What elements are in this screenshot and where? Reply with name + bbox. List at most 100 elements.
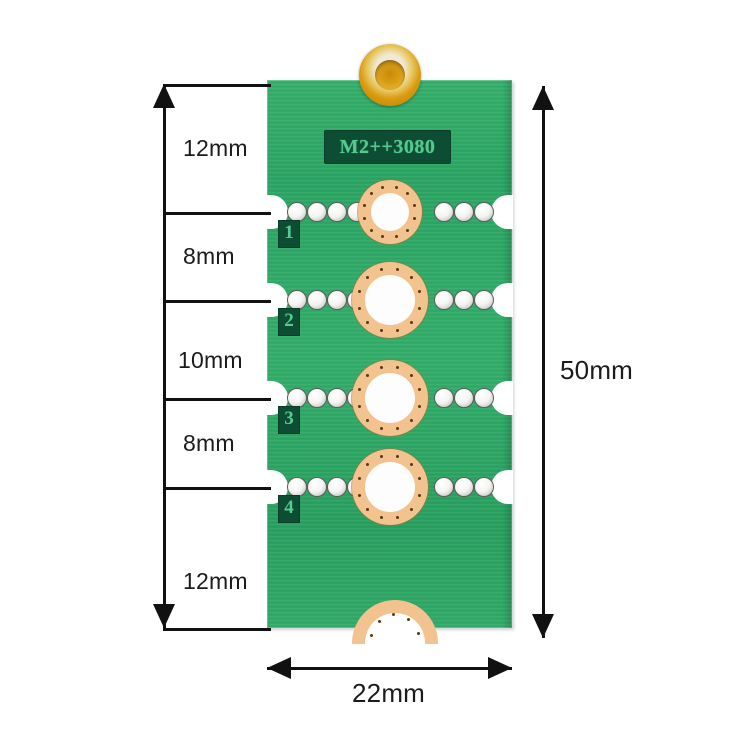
pad-via: [394, 235, 398, 239]
solder-bead: [434, 388, 454, 408]
pad-via: [379, 426, 383, 430]
segment-label-10mm: 10mm: [178, 347, 243, 373]
row-marker-4: 4: [278, 495, 300, 523]
board-notch-right-2: [491, 283, 513, 317]
pad-via: [365, 374, 369, 378]
pad-via: [394, 185, 398, 189]
pcb-edge-shading: [502, 80, 512, 628]
pad-via: [418, 477, 422, 481]
pad-via: [418, 290, 422, 294]
pad-via: [418, 306, 422, 310]
pad-via: [410, 507, 414, 511]
segment-label-8mm-upper: 8mm: [183, 243, 235, 269]
solder-bead: [327, 477, 347, 497]
solder-bead: [454, 477, 474, 497]
pad-via: [410, 418, 414, 422]
solder-bead: [474, 477, 494, 497]
dimension-tick-4: [163, 487, 271, 490]
pad-via: [412, 217, 416, 221]
pad-via: [365, 320, 369, 324]
solder-bead: [307, 477, 327, 497]
solder-bead: [474, 388, 494, 408]
left-axis-arrow-up: [153, 84, 175, 108]
solder-bead: [287, 388, 307, 408]
pad-via: [410, 463, 414, 467]
left-axis-arrow-down: [153, 604, 175, 628]
bottom-mounting-notch: [352, 600, 438, 644]
pad-via: [357, 477, 361, 481]
pad-via: [396, 455, 400, 459]
solder-bead: [327, 202, 347, 222]
center-mount-hole: [364, 373, 415, 423]
center-mount-pad-ring: [351, 449, 428, 525]
solder-bead: [434, 290, 454, 310]
pad-via: [379, 366, 383, 370]
gold-standoff-screw: [359, 44, 421, 106]
dimension-tick-5: [163, 628, 271, 631]
pad-via: [365, 418, 369, 422]
total-height-axis: [542, 86, 545, 638]
pad-via: [412, 203, 416, 207]
notch-via: [378, 620, 381, 623]
dimension-tick-0: [163, 84, 271, 87]
pad-via: [363, 217, 367, 221]
pad-via: [379, 515, 383, 519]
silkscreen-part-label: M2++3080: [324, 130, 451, 164]
pad-via: [410, 320, 414, 324]
segment-label-12mm-bottom: 12mm: [183, 568, 248, 594]
solder-bead: [307, 202, 327, 222]
segment-label-8mm-lower: 8mm: [183, 430, 235, 456]
solder-bead: [287, 477, 307, 497]
notch-via: [392, 613, 395, 616]
pad-via: [379, 268, 383, 272]
pad-via: [379, 328, 383, 332]
row-marker-1: 1: [278, 220, 300, 248]
dimension-tick-1: [163, 212, 271, 215]
solder-bead-strip: [267, 387, 512, 409]
pad-via: [357, 290, 361, 294]
solder-bead: [454, 202, 474, 222]
solder-bead: [434, 477, 454, 497]
solder-bead: [434, 202, 454, 222]
pad-via: [396, 268, 400, 272]
pad-via: [396, 426, 400, 430]
board-notch-right-3: [491, 381, 513, 415]
total-width-arrow-left: [267, 657, 291, 679]
pad-via: [379, 455, 383, 459]
dimension-tick-2: [163, 300, 271, 303]
solder-bead: [307, 290, 327, 310]
center-mount-hole: [370, 193, 409, 231]
center-mount-pad-ring: [357, 180, 422, 244]
pad-via: [365, 276, 369, 280]
notch-via: [370, 634, 373, 637]
solder-bead: [327, 388, 347, 408]
pad-via: [381, 235, 385, 239]
pad-via: [418, 493, 422, 497]
solder-bead: [474, 290, 494, 310]
row-marker-3: 3: [278, 406, 300, 434]
pad-via: [396, 515, 400, 519]
total-height-arrow-down: [532, 614, 554, 638]
notch-via: [407, 618, 410, 621]
solder-bead: [454, 388, 474, 408]
board-notch-right-1: [491, 195, 513, 229]
row-marker-2: 2: [278, 308, 300, 336]
center-mount-pad-ring: [351, 262, 428, 338]
pad-via: [410, 276, 414, 280]
pad-via: [406, 192, 410, 196]
pad-via: [396, 328, 400, 332]
solder-bead: [454, 290, 474, 310]
pad-via: [396, 366, 400, 370]
pad-via: [410, 374, 414, 378]
total-height-arrow-up: [532, 86, 554, 110]
solder-bead: [307, 388, 327, 408]
board-notch-right-4: [491, 470, 513, 504]
notch-via: [417, 632, 420, 635]
center-mount-hole: [364, 275, 415, 325]
pad-via: [381, 185, 385, 189]
dimension-tick-3: [163, 398, 271, 401]
pad-via: [357, 306, 361, 310]
pad-via: [418, 388, 422, 392]
pad-via: [369, 228, 373, 232]
